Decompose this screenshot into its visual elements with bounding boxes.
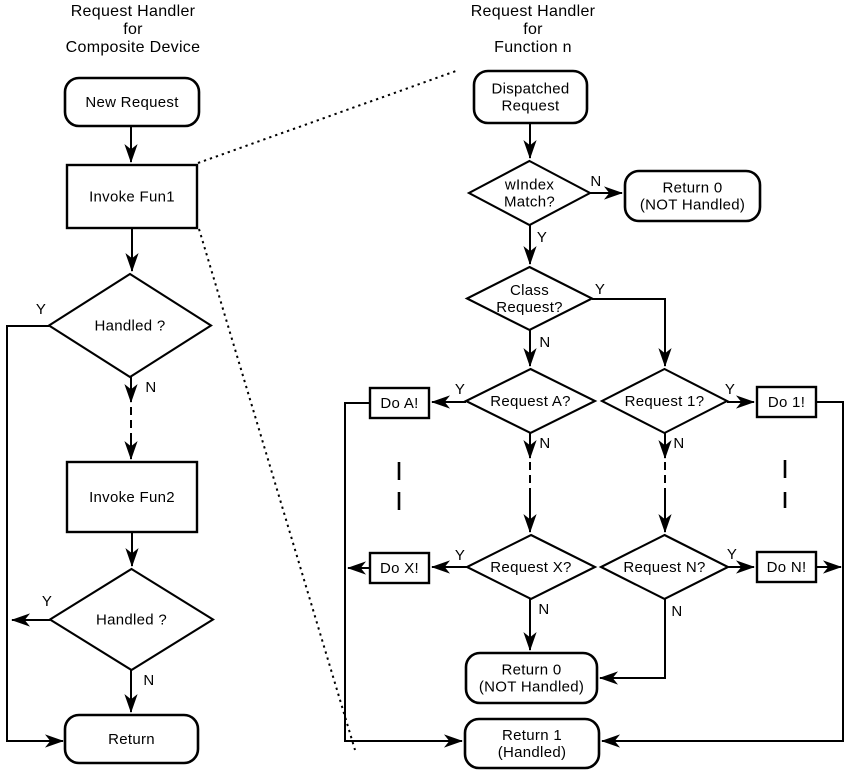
edges-layer (6, 70, 844, 751)
node-request-n-label: Request N? (623, 559, 705, 576)
node-return-0-top-label: (NOT Handled) (640, 197, 745, 214)
node-return-0-bottom-label: (NOT Handled) (479, 679, 584, 696)
node-new-request-label: New Request (85, 94, 179, 111)
node-invoke-fun1-label: Invoke Fun1 (89, 189, 175, 206)
node-invoke-fun2-shape (65, 460, 199, 534)
labels-layer: Y N Y N N Y Y N Y Y N N Y Y N N (36, 173, 737, 689)
node-request-x-shape (464, 533, 598, 601)
node-handled-2-label: Handled ? (96, 612, 167, 629)
branch-label-handled-2-no: N (143, 672, 154, 689)
node-do-a-shape (368, 386, 431, 420)
node-return-1-shape (463, 717, 601, 770)
branch-label-request-a-yes: Y (455, 381, 465, 398)
title-left-flowchart: Request Handler (71, 3, 196, 20)
node-return-1-label: Return 1 (502, 727, 562, 744)
node-return-0-bottom-shape (464, 651, 599, 705)
node-do-n-shape (755, 550, 818, 584)
node-request-1-shape (599, 367, 730, 435)
node-return-0-top-label: Return 0 (663, 180, 723, 197)
branch-label-request-a-no: N (539, 435, 550, 452)
edge-do-1-rail-to-return-1 (601, 401, 844, 748)
node-class-request-shape (464, 265, 595, 332)
node-do-x-shape (368, 551, 431, 585)
node-new-request-shape (63, 76, 201, 128)
node-dispatched-request-shape (472, 69, 589, 125)
edge-class-yes-to-request-1 (592, 298, 672, 367)
branch-label-handled-2-yes: Y (42, 593, 52, 610)
branch-label-class-yes: Y (595, 281, 605, 298)
node-return-1-label: (Handled) (498, 744, 567, 761)
title-left-flowchart: Composite Device (66, 39, 201, 56)
node-request-x-label: Request X? (490, 559, 571, 576)
branch-label-windex-no: N (590, 173, 601, 190)
node-request-a-label: Request A? (490, 393, 571, 410)
title-right-flowchart: Function n (494, 39, 572, 56)
node-return-shape (63, 713, 200, 765)
node-request-a-shape (463, 367, 598, 435)
node-do-1-shape (755, 385, 818, 419)
node-request-1-label: Request 1? (625, 393, 705, 410)
node-handled-1-label: Handled ? (94, 318, 165, 335)
node-do-n-label: Do N! (767, 559, 807, 576)
node-dispatched-request-label: Dispatched (491, 81, 569, 98)
title-right-flowchart: Request Handler (471, 3, 596, 20)
title-left-flowchart: for (123, 21, 143, 38)
node-class-request-label: Class (510, 282, 549, 299)
branch-label-request-x-no: N (538, 601, 549, 618)
node-dispatched-request-label: Request (502, 98, 561, 115)
node-do-x-label: Do X! (380, 560, 419, 577)
branch-label-request-x-yes: Y (455, 547, 465, 564)
node-windex-match-label: wIndex (504, 177, 555, 194)
node-return-0-bottom-label: Return 0 (502, 662, 562, 679)
node-do-1-label: Do 1! (768, 394, 805, 411)
node-handled-1-shape (47, 272, 213, 379)
branch-label-class-no: N (539, 334, 550, 351)
node-windex-match-label: Match? (504, 194, 555, 211)
title-right-flowchart: for (523, 21, 543, 38)
node-class-request-label: Request? (496, 299, 563, 316)
branch-label-request-1-no: N (673, 435, 684, 452)
edge-zoom-link-bottom (198, 228, 356, 751)
node-return-0-top-shape (623, 169, 762, 223)
edge-do-a-rail-to-return-1 (344, 402, 463, 748)
edge-zoom-link-top (197, 70, 457, 164)
branch-label-windex-yes: Y (537, 229, 547, 246)
edge-request-n-no-to-return-0 (599, 599, 666, 685)
branch-label-request-n-no: N (671, 603, 682, 620)
node-invoke-fun2-label: Invoke Fun2 (89, 489, 175, 506)
node-handled-2-shape (48, 567, 215, 672)
branch-label-request-1-yes: Y (725, 381, 735, 398)
branch-label-handled-1-yes: Y (36, 301, 46, 318)
node-do-a-label: Do A! (380, 395, 418, 412)
edge-handled-1-yes-to-return (6, 325, 64, 748)
node-request-n-shape (598, 533, 731, 601)
branch-label-request-n-yes: Y (727, 546, 737, 563)
node-invoke-fun1-shape (65, 163, 199, 230)
node-return-label: Return (108, 731, 155, 748)
node-windex-match-shape (466, 159, 593, 227)
branch-label-handled-1-no: N (145, 379, 156, 396)
